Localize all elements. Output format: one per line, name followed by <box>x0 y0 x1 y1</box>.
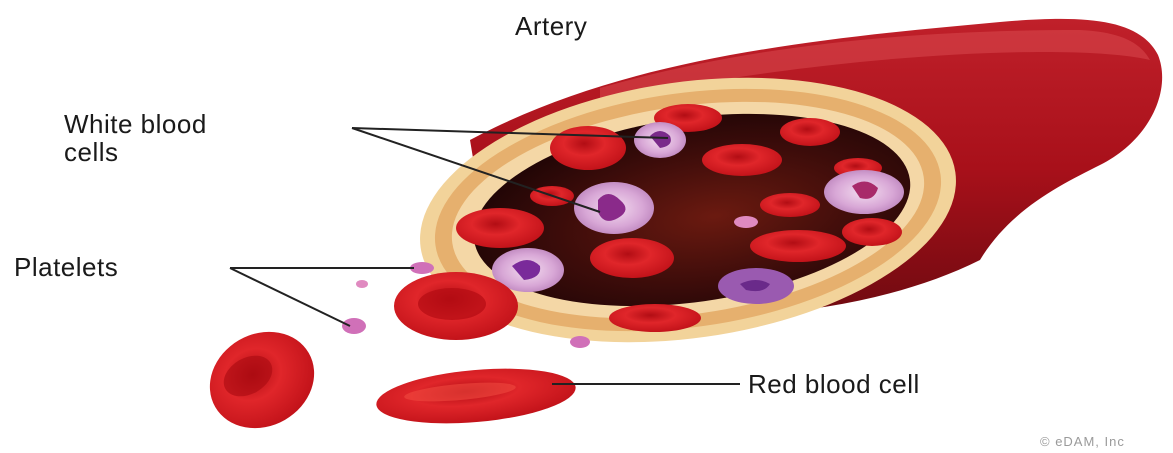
white-blood-cells-label-line2: cells <box>64 138 119 167</box>
red-blood-cell <box>702 144 782 176</box>
leader-line-platelets <box>230 268 350 326</box>
red-blood-cell <box>456 208 544 248</box>
platelet <box>356 280 368 288</box>
white-blood-cells-label-line1: White blood <box>64 110 207 139</box>
red-blood-cell <box>609 304 701 332</box>
copyright-text: © eDAM, Inc <box>1040 434 1125 449</box>
red-blood-cell <box>760 193 820 217</box>
red-blood-cell <box>550 126 626 170</box>
red-blood-cell <box>590 238 674 278</box>
platelet <box>570 336 590 348</box>
platelets-label: Platelets <box>14 253 118 282</box>
artery-label: Artery <box>515 12 587 41</box>
red-blood-cell <box>750 230 846 262</box>
red-blood-cell-label: Red blood cell <box>748 370 920 399</box>
red-blood-cell <box>842 218 902 246</box>
red-blood-cell <box>780 118 840 146</box>
red-blood-cell-center <box>418 288 486 320</box>
platelet <box>342 318 366 334</box>
platelet <box>734 216 758 228</box>
